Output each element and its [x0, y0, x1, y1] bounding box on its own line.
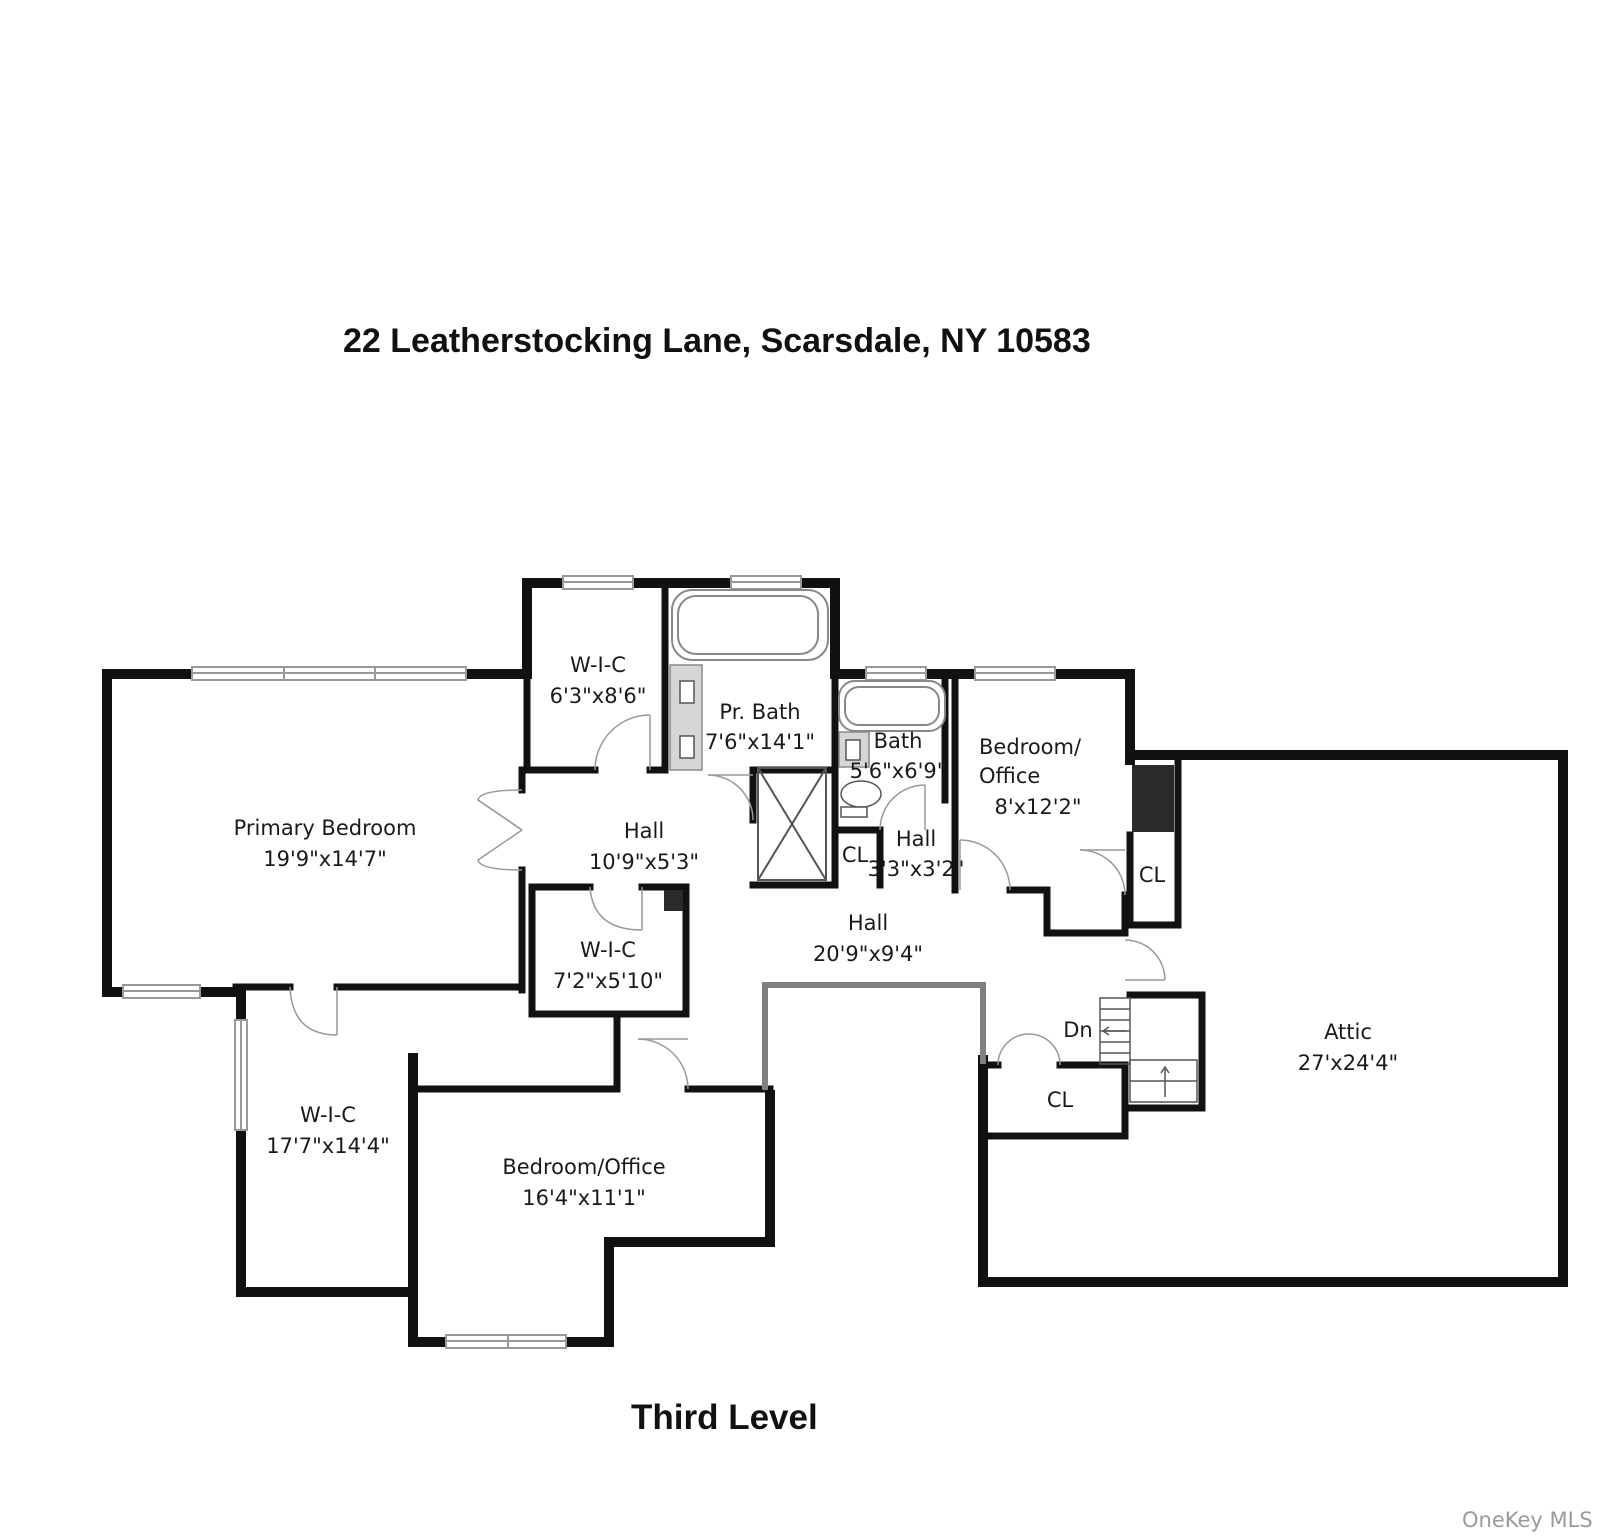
bath-size: 5'6"x6'9"	[850, 759, 947, 783]
partial-wall	[762, 982, 986, 1090]
property-address: 22 Leatherstocking Lane, Scarsdale, NY 1…	[343, 322, 1091, 360]
bed-office-right-size: 8'x12'2"	[994, 795, 1081, 819]
bed-office-lower-size: 16'4"x11'1"	[522, 1186, 645, 1210]
staircase	[1099, 997, 1198, 1103]
hall-main-size: 20'9"x9'4"	[813, 942, 923, 966]
interior-walls	[232, 579, 1206, 1140]
windows	[122, 575, 1056, 1349]
shower	[757, 767, 827, 881]
stairs-label: Dn	[1063, 1018, 1092, 1042]
wic-mid-size: 7'2"x5'10"	[553, 969, 663, 993]
bed-office-lower-name: Bedroom/Office	[502, 1155, 665, 1179]
wic-large-size: 17'7"x14'4"	[266, 1134, 389, 1158]
hall-small-size: 3'3"x3'2"	[868, 857, 965, 881]
wic-large-name: W-I-C	[300, 1103, 356, 1127]
bed-office-right-name-1: Bedroom/	[979, 735, 1082, 759]
cl-lower-name: CL	[1047, 1088, 1074, 1112]
bathtub-primary	[671, 589, 829, 661]
primary-bedroom-size: 19'9"x14'7"	[263, 847, 386, 871]
vanity-primary	[669, 664, 703, 771]
cl-right-name: CL	[1139, 863, 1166, 887]
door-swings	[289, 714, 1166, 1090]
pr-bath-size: 7'6"x14'1"	[705, 730, 815, 754]
wic-top-size: 6'3"x8'6"	[550, 684, 647, 708]
hall-upper-name: Hall	[624, 819, 664, 843]
bathtub-hall	[838, 680, 946, 732]
primary-bedroom-name: Primary Bedroom	[234, 816, 417, 840]
bath-name: Bath	[874, 729, 923, 753]
bath-fixtures	[838, 731, 882, 818]
level-title: Third Level	[631, 1398, 818, 1437]
wic-top-name: W-I-C	[570, 653, 626, 677]
attic-size: 27'x24'4"	[1298, 1051, 1398, 1075]
bed-office-right-name-2: Office	[979, 764, 1040, 788]
watermark: OneKey MLS	[1462, 1508, 1593, 1532]
pr-bath-name: Pr. Bath	[719, 700, 800, 724]
hall-main-name: Hall	[848, 911, 888, 935]
hall-upper-size: 10'9"x5'3"	[589, 850, 699, 874]
wic-mid-name: W-I-C	[580, 938, 636, 962]
cl-bath-name: CL	[842, 843, 869, 867]
room-labels: W-I-C 6'3"x8'6" Pr. Bath 7'6"x14'1" Bath…	[234, 653, 1399, 1210]
attic-name: Attic	[1324, 1020, 1372, 1044]
hall-small-name: Hall	[896, 827, 936, 851]
dark-blocks	[664, 765, 1174, 911]
